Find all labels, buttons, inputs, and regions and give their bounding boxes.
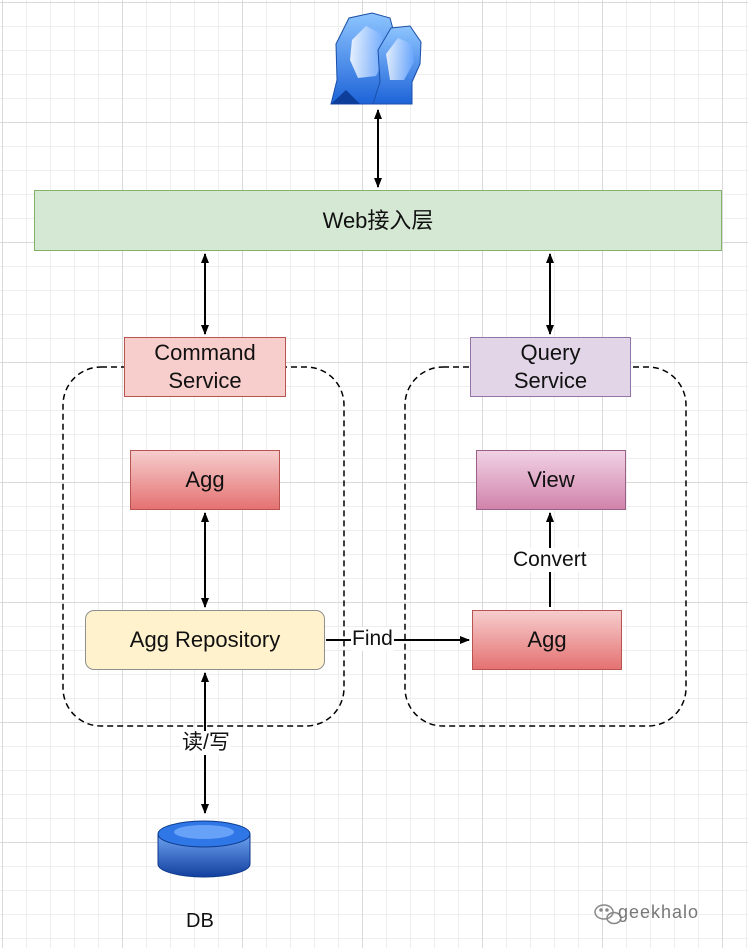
query-service: Query Service [470,337,631,397]
query-service-label-line2: Service [513,368,588,393]
database-label: DB [186,910,214,932]
query-service-boundary [404,366,687,727]
command-service-boundary [62,366,345,727]
find-edge-label: Find [351,627,394,651]
agg-repository-label: Agg Repository [129,627,281,652]
query-agg-label: Agg [527,627,567,652]
query-service-label-line1: Query [520,340,581,365]
agg-repository: Agg Repository [85,610,325,670]
command-agg-label: Agg [185,467,225,492]
query-agg: Agg [472,610,622,670]
command-agg: Agg [130,450,280,510]
query-view-label: View [527,467,575,492]
web-access-layer-label: Web接入层 [322,207,434,233]
wechat-icon [594,904,622,925]
convert-edge-label: Convert [512,548,588,572]
users-icon [330,12,422,105]
database-icon [157,820,251,878]
query-view: View [476,450,626,510]
watermark-text: geekhalo [618,902,700,922]
command-service-label-line2: Service [168,368,242,393]
web-access-layer: Web接入层 [34,190,722,251]
read-write-edge-label: 读/写 [181,731,231,755]
command-service-label-line1: Command [154,340,256,365]
command-service: Command Service [124,337,286,397]
